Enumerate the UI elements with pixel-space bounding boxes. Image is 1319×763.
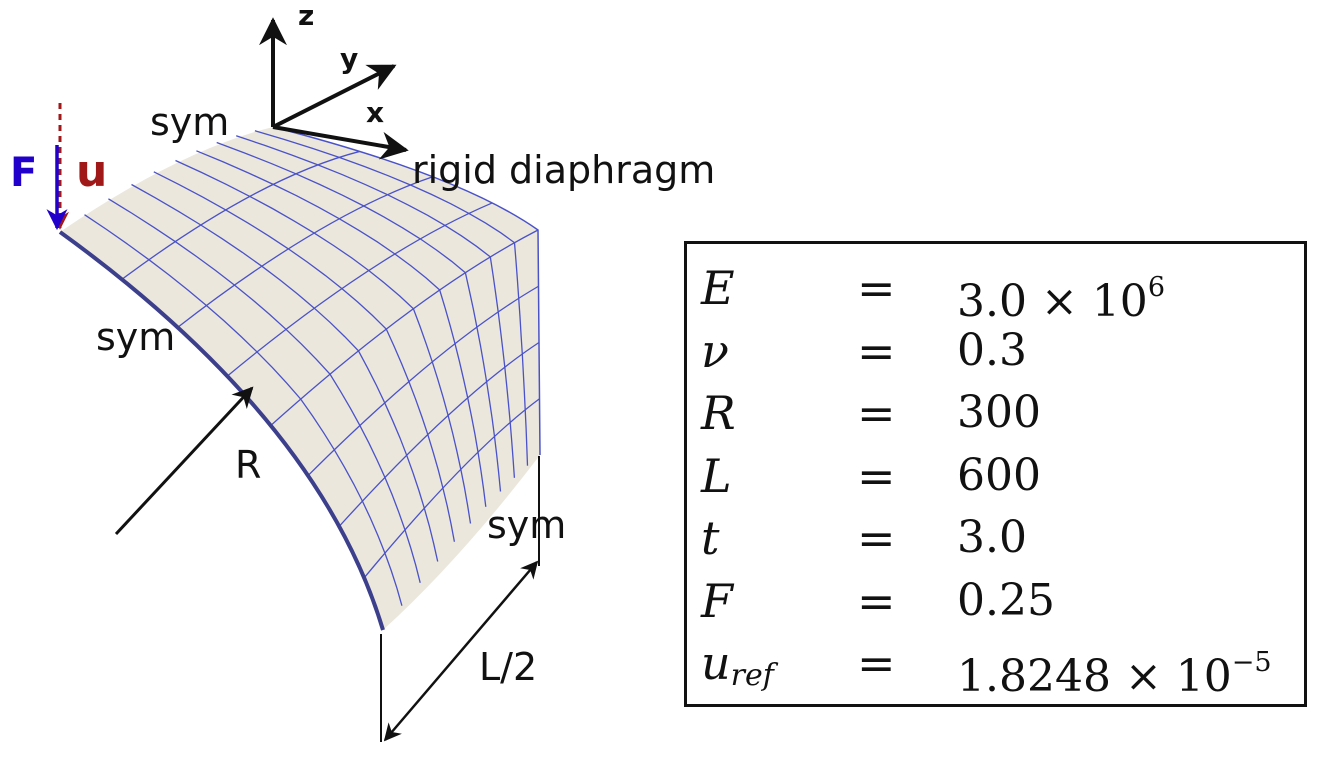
y-axis-arrow [272,64,397,129]
parameter-symbol: L [701,446,732,506]
parameter-value: 3.0 [957,508,1027,568]
label-rigid-diaphragm: rigid diaphragm [412,148,715,192]
label-sym-top: sym [150,100,229,144]
parameter-exponent: 6 [1147,272,1165,303]
shell-surface [60,127,540,630]
parameter-value: 3.0 × 106 [957,258,1165,332]
mesh-line [131,183,439,562]
parameter-value-text: 300 [957,387,1041,438]
label-radius: R [235,443,261,487]
dimension-arrow-half-length [383,560,539,742]
x-axis-arrow [272,125,409,160]
parameter-row: E = 3.0 × 106 [687,258,1304,327]
mesh-line [108,198,421,583]
parameter-value: 0.25 [957,571,1055,631]
parameter-equals: = [857,448,896,503]
parameter-symbol-text: E [701,261,735,315]
parameter-symbol: t [701,508,720,568]
parameter-row: R = 300 [687,383,1304,443]
parameter-equals: = [857,323,896,378]
label-half-length: L/2 [479,645,537,689]
mesh-line [84,214,403,606]
mesh-line [216,141,502,492]
parameter-value: 600 [957,446,1041,506]
parameter-value-text: 0.25 [957,574,1055,626]
parameter-value: 0.3 [957,321,1027,381]
parameter-row: t = 3.0 [687,508,1304,568]
parameter-symbol-text: F [701,573,733,628]
parameter-symbol: E [701,258,735,318]
parameter-symbol-text: ν [701,323,729,378]
label-sym-right: sym [487,503,566,547]
parameter-symbol: F [701,571,733,631]
parameter-symbol-text: R [701,386,736,440]
parameter-symbol: R [701,383,736,443]
parameter-row: uref = 1.8248 × 10−5 [687,633,1304,702]
parameter-symbol: ν [701,321,729,381]
parameter-subscript: ref [730,658,774,693]
parameter-value-text: 3.0 × 10 [957,276,1148,327]
mesh-line [235,135,516,478]
parameter-equals: = [857,261,896,315]
shell-edge-diaphragm [272,126,541,456]
parameter-row: ν = 0.3 [687,321,1304,381]
parameter-row: F = 0.25 [687,571,1304,631]
force-label: F [10,150,37,196]
parameter-row: L = 600 [687,446,1304,506]
z-axis-label: z [298,0,314,32]
parameter-value-text: 0.3 [957,324,1027,376]
parameter-value-text: 600 [957,449,1041,501]
label-sym-left: sym [96,315,175,359]
radius-arrow [114,386,254,536]
parameter-symbol-text: t [701,511,720,565]
parameter-symbol-text: L [701,448,732,503]
parameter-value-text: 3.0 [957,512,1027,563]
parameter-value-text: 1.8248 × 10 [957,651,1232,702]
parameter-equals: = [857,511,896,565]
parameter-value: 1.8248 × 10−5 [957,633,1272,707]
parameter-symbol-text: u [701,636,731,690]
mesh-line [153,171,456,542]
mesh-line [196,150,487,507]
shell-mesh [84,130,540,606]
parameter-value: 300 [957,383,1041,443]
mesh-line [254,130,529,466]
displacement-label: u [76,146,107,197]
parameter-symbol: uref [701,633,774,706]
shell-edge-sym [58,230,385,631]
mesh-line [175,159,472,524]
y-axis-label: y [340,42,358,75]
parameter-exponent: −5 [1231,647,1272,678]
parameter-equals: = [857,636,896,690]
x-axis-label: x [366,96,384,129]
parameter-equals: = [857,386,896,440]
parameter-equals: = [857,573,896,628]
